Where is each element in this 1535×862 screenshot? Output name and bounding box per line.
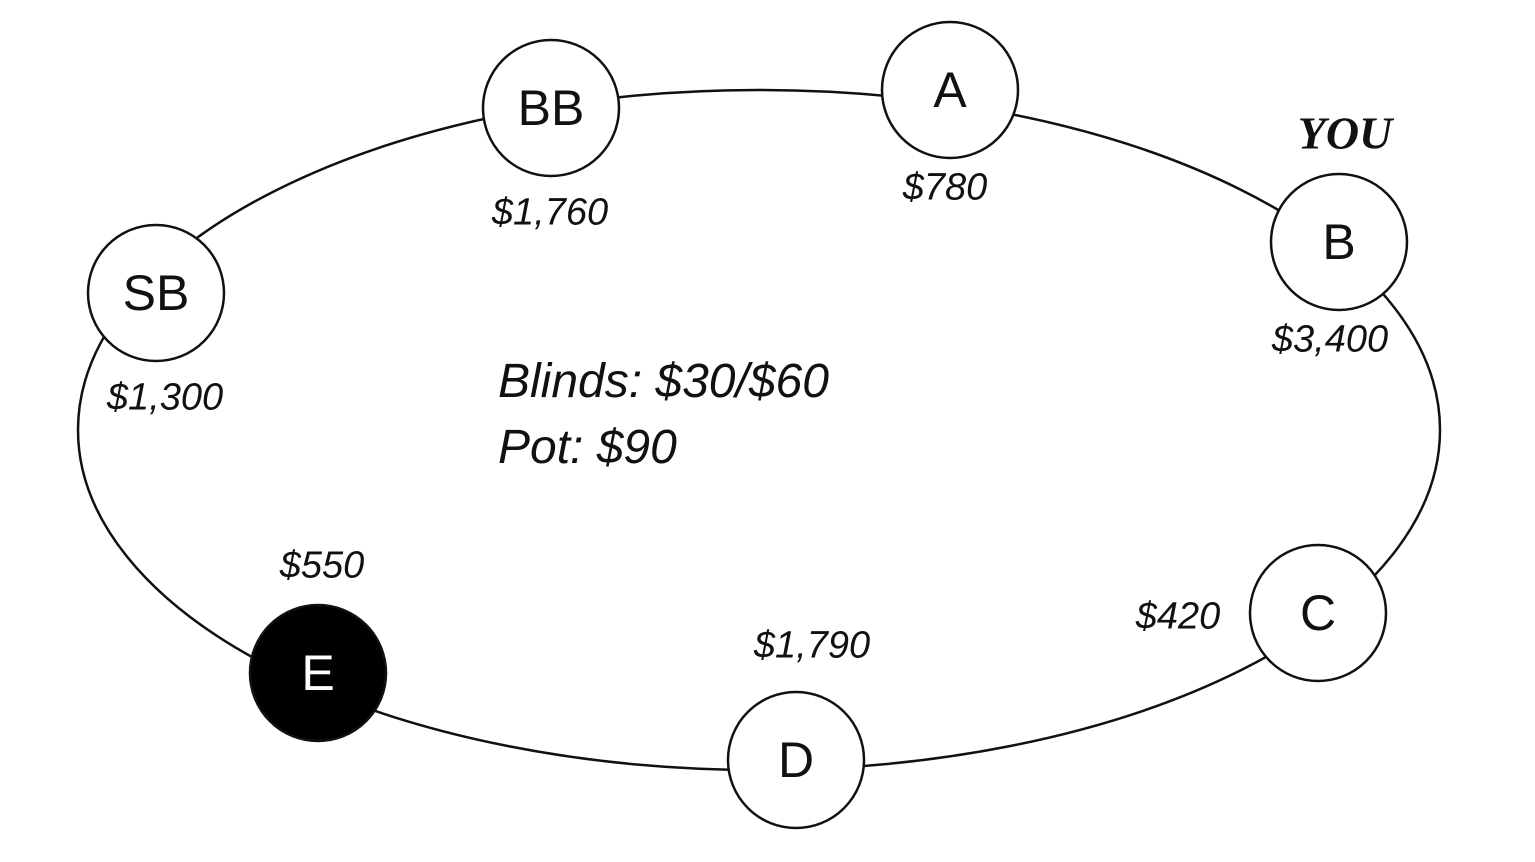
stack-c: $420 [1135, 595, 1221, 638]
stack-e: $550 [279, 544, 365, 587]
seat-b: B [1269, 172, 1409, 312]
seat-e: E [248, 603, 388, 743]
seat-circle [248, 603, 388, 743]
seat-name: A [933, 62, 967, 118]
seat-name: B [1322, 214, 1355, 270]
seat-name: E [301, 645, 334, 701]
stack-d: $1,790 [753, 624, 871, 667]
seat-name: BB [518, 80, 585, 136]
stack-a: $780 [902, 166, 988, 209]
seat-bb: BB [481, 38, 621, 178]
seat-name: D [778, 732, 814, 788]
seat-circle [1248, 543, 1388, 683]
seat-sb: SB [86, 223, 226, 363]
seat-circle [880, 20, 1020, 160]
you-label: YOU [1297, 107, 1393, 159]
blinds-text: Blinds: $30/$60 [498, 355, 829, 408]
stack-b: $3,400 [1271, 318, 1389, 361]
seat-circle [726, 690, 866, 830]
seat-circle [86, 223, 226, 363]
pot-text: Pot: $90 [498, 421, 677, 474]
seat-name: C [1300, 585, 1336, 641]
seat-c: C [1248, 543, 1388, 683]
seat-name: SB [123, 265, 190, 321]
seat-circle [1269, 172, 1409, 312]
stack-sb: $1,300 [106, 376, 224, 419]
stack-bb: $1,760 [491, 191, 609, 234]
seat-a: A [880, 20, 1020, 160]
seat-circle [481, 38, 621, 178]
seat-d: D [726, 690, 866, 830]
